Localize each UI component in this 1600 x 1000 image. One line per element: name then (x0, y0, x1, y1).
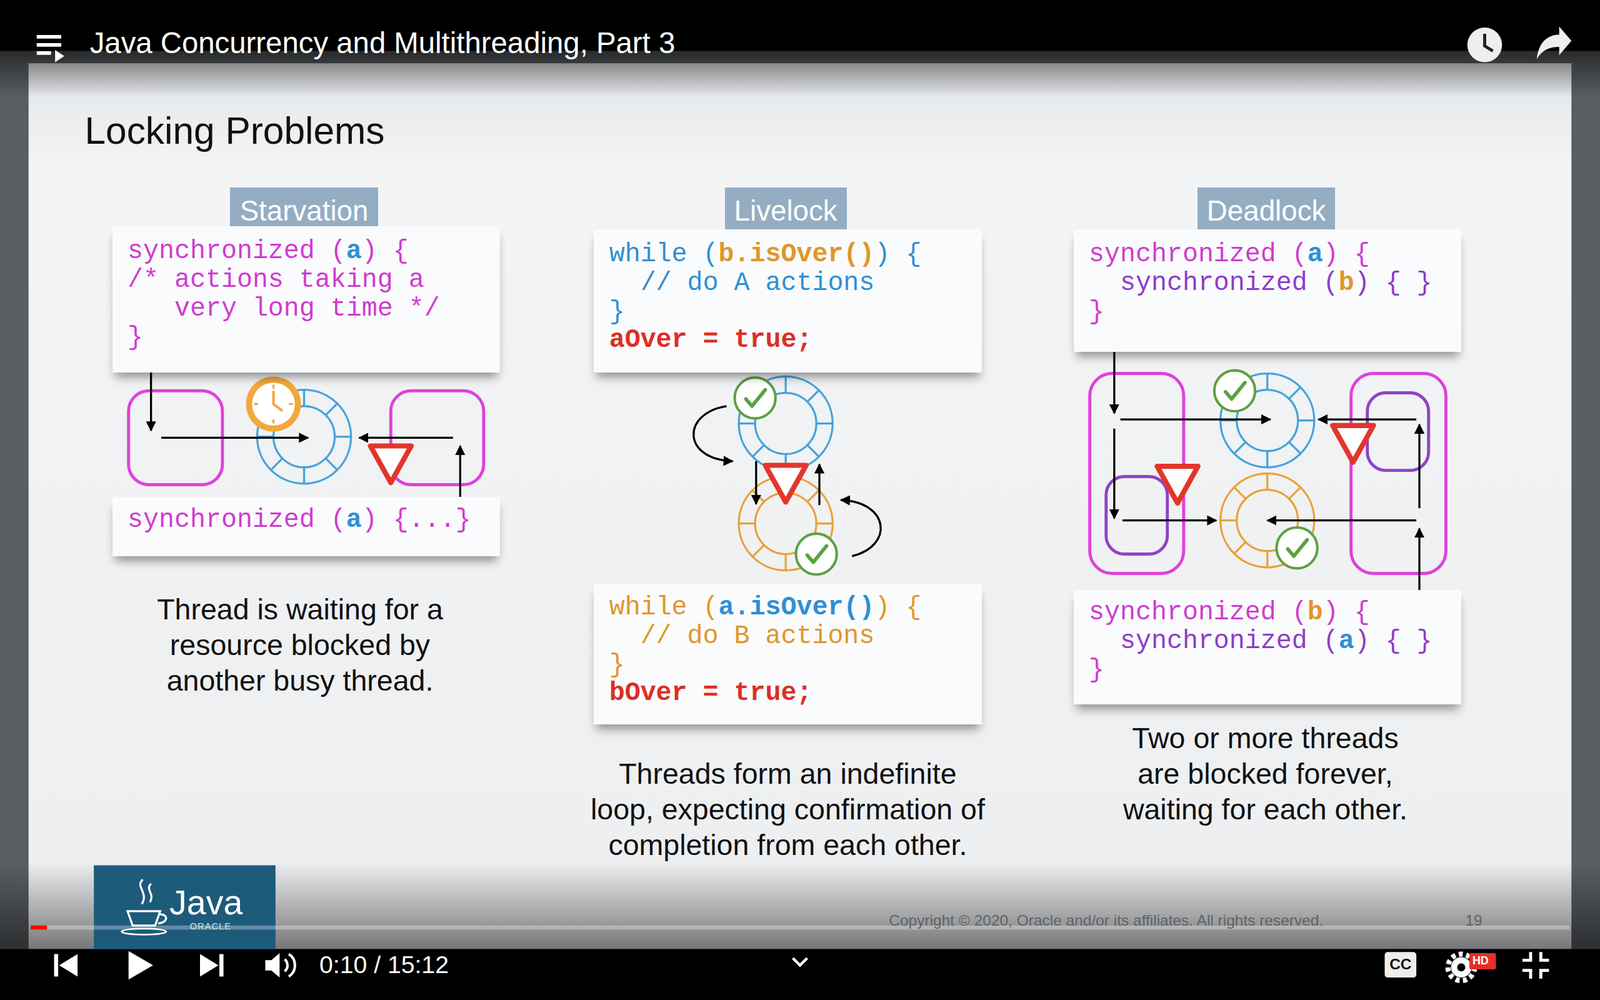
player-top-icons (36, 26, 1572, 62)
progress-track (30, 925, 1570, 930)
caption: Threads form an indefinite loop, expecti… (590, 757, 985, 862)
slide-number-box: 19 (1465, 911, 1482, 930)
progress-played (30, 925, 47, 930)
logo-text-box: Java (169, 881, 243, 924)
deadlock-illustration (1090, 324, 1447, 604)
quality-badge: HD (1472, 954, 1489, 967)
code-line: synchronized (a) { } (1088, 627, 1452, 657)
captions-button-box: CC (1385, 955, 1417, 974)
code-token: synchronized ( (1088, 239, 1308, 270)
code-token: a.isOver() (718, 592, 875, 623)
code-token: synchronized ( (1120, 626, 1339, 657)
caption: Two or more threads are blocked forever,… (1123, 721, 1408, 826)
code-line: /* actions taking a very long time */ (127, 266, 464, 324)
code-token: b (1338, 268, 1355, 299)
code-line: synchronized (a) { (127, 237, 490, 267)
code-line: aOver = true; (609, 326, 972, 355)
code-token: a (1307, 239, 1324, 270)
code-line: synchronized (a) { (1088, 240, 1452, 270)
code-box: synchronized (a) {/* actions taking a ve… (112, 226, 500, 372)
code-token: while ( (609, 592, 719, 623)
code-token: b (1307, 597, 1324, 628)
copyright-note: Copyright © 2020, Oracle and/or its affi… (888, 911, 1324, 929)
code-token: /* actions taking a very long time */ (127, 265, 440, 324)
logo-subtext: ORACLE (190, 921, 232, 932)
caption-box: Two or more threads are blocked forever,… (1112, 720, 1419, 828)
slide-background (28, 63, 1572, 949)
code-token: aOver = true; (609, 325, 813, 355)
video-title: Java Concurrency and Multithreading, Par… (90, 26, 676, 60)
code-token: synchronized ( (127, 236, 347, 267)
caption: Thread is waiting for a resource blocked… (156, 593, 444, 697)
code-box: while (b.isOver()) {// do A actions}aOve… (593, 229, 982, 373)
code-line: while (a.isOver()) { (609, 593, 972, 623)
code-box: synchronized (b) {synchronized (a) { }} (1073, 590, 1462, 705)
caption-box: Thread is waiting for a resource blocked… (146, 591, 454, 699)
code-token: } (127, 322, 144, 353)
section-heading: Deadlock (1197, 187, 1336, 235)
code-token: ) { (874, 592, 922, 623)
code-token: ) { (361, 236, 409, 267)
code-line: } (1088, 656, 1452, 685)
code-token: } (1088, 655, 1105, 685)
livelock-illustration (693, 376, 881, 575)
slide-title: Locking Problems (85, 109, 385, 152)
section-heading: Livelock (725, 187, 847, 235)
controls-bar (0, 948, 1600, 1000)
time-display: 0:10 / 15:12 (319, 951, 449, 979)
code-line: synchronized (b) { (1088, 598, 1452, 628)
code-token: a (346, 505, 362, 535)
copyright-note-box: Copyright © 2020, Oracle and/or its affi… (738, 911, 1474, 930)
code-token: while ( (609, 239, 719, 270)
code-line: synchronized (b) { } (1088, 269, 1452, 299)
code-token: ) { (1323, 239, 1370, 270)
code-token: b.isOver() (718, 239, 875, 270)
slide-title-box: Locking Problems (85, 108, 385, 154)
code-token: // do B actions (640, 621, 875, 652)
logo-subtext-box: ORACLE (190, 921, 232, 933)
code-line: } (127, 323, 490, 353)
code-line: bOver = true; (609, 679, 972, 709)
code-token: ) { } (1354, 626, 1433, 657)
code-token: synchronized ( (1088, 597, 1308, 628)
code-token: synchronized ( (127, 505, 347, 535)
code-line: while (b.isOver()) { (609, 240, 972, 270)
code-token: ) { (874, 239, 922, 270)
code-line: // do B actions (609, 622, 972, 652)
code-token: a (1338, 626, 1355, 657)
code-token: bOver = true; (609, 678, 813, 709)
code-token: } (1088, 296, 1105, 327)
code-token: a (346, 236, 362, 267)
code-token: ) { (1323, 597, 1370, 628)
code-line: } (609, 651, 972, 680)
quality-badge-box: HD (1472, 954, 1489, 969)
time-display-box: 0:10 / 15:12 (319, 950, 449, 980)
bottom-shade (0, 862, 1600, 950)
player-controls (54, 951, 1550, 981)
code-token: } (609, 650, 625, 680)
code-line: } (1088, 298, 1452, 327)
heading-text: Starvation (240, 195, 369, 227)
caption-box: Threads form an indefinite loop, expecti… (590, 756, 986, 864)
code-box: synchronized (a) {...} (112, 496, 500, 557)
code-token: synchronized ( (1120, 268, 1339, 299)
code-token: ) { } (1354, 268, 1433, 299)
slide-number: 19 (1465, 911, 1482, 929)
logo-text: Java (169, 883, 243, 922)
code-token: // do A actions (640, 268, 875, 299)
heading-text: Livelock (734, 195, 838, 227)
code-token: } (609, 296, 625, 327)
video-title-box: Java Concurrency and Multithreading, Par… (90, 25, 676, 62)
code-box: synchronized (a) {synchronized (b) { }} (1073, 229, 1462, 352)
captions-button: CC (1389, 955, 1412, 973)
code-token: ) {...} (361, 505, 472, 535)
code-box: while (a.isOver()) {// do B actions}bOve… (593, 583, 982, 725)
heading-text: Deadlock (1206, 195, 1327, 227)
code-line: } (609, 298, 972, 327)
java-logo (93, 865, 276, 949)
code-line: // do A actions (609, 269, 972, 299)
code-line: synchronized (a) {...} (127, 506, 490, 535)
